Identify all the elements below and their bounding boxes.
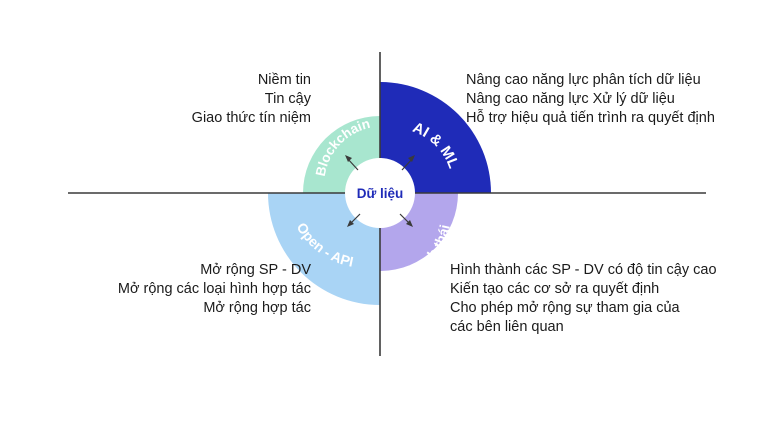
text-line: Kiến tạo các cơ sở ra quyết định <box>450 281 660 297</box>
arrows <box>345 155 415 227</box>
text-line: Niềm tin <box>257 72 311 88</box>
arrow-ecosystem-head <box>406 220 413 227</box>
text-line: Nâng cao năng lực phân tích dữ liệu <box>466 72 701 88</box>
text-line: Hỗ trợ hiệu quả tiến trình ra quyết định <box>466 110 715 126</box>
segment-open-api <box>268 193 380 305</box>
quadrant-bottom-right-text: Hình thành các SP - DV có độ tin cậy cao… <box>450 261 717 337</box>
arrow-ai-ml-head <box>408 155 415 162</box>
center-circle <box>345 158 415 228</box>
text-line: Mở rộng các loại hình hợp tác <box>117 281 311 297</box>
text-line: Nâng cao năng lực Xử lý dữ liệu <box>466 91 675 107</box>
arrow-open-api-head <box>347 220 354 227</box>
quadrant-bottom-left-text: Mở rộng SP - DV Mở rộng các loại hình hợ… <box>118 261 311 318</box>
quadrant-top-left-text: Niềm tin Tin cậy Giao thức tín niệm <box>192 71 311 128</box>
text-line: Cho phép mở rộng sự tham gia của <box>450 300 680 316</box>
text-line: Hình thành các SP - DV có độ tin cậy cao <box>450 262 717 278</box>
quadrant-top-right-text: Nâng cao năng lực phân tích dữ liệu Nâng… <box>466 71 715 128</box>
text-line: Tin cậy <box>264 91 311 107</box>
text-line: Giao thức tín niệm <box>191 110 311 126</box>
text-line: các bên liên quan <box>450 319 564 335</box>
arrow-blockchain-head <box>345 155 352 162</box>
center-label: Dữ liệu <box>357 186 404 201</box>
segment-ai-ml <box>380 82 491 193</box>
text-line: Mở rộng hợp tác <box>203 300 311 316</box>
text-line: Mở rộng SP - DV <box>200 262 311 278</box>
